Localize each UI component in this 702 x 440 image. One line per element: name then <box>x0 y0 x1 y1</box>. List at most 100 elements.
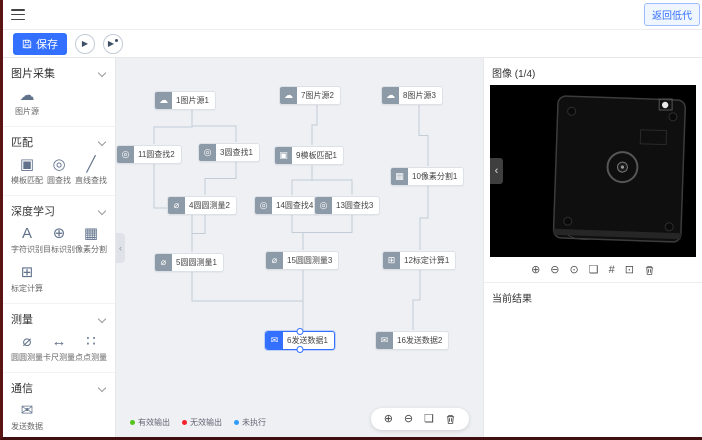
image-viewer[interactable]: ‹ <box>490 85 696 257</box>
flow-node-n11[interactable]: ◎11圆查找2 <box>116 145 182 164</box>
run-button[interactable]: ▶ <box>75 33 95 54</box>
tool-item-label: 像素分割 <box>75 245 107 254</box>
connection-handle[interactable] <box>296 328 304 335</box>
tool-item-label: 点点测量 <box>75 353 107 362</box>
legend-dot <box>182 420 187 425</box>
section-header[interactable]: 通信 <box>11 380 107 396</box>
grid-icon[interactable]: # <box>608 264 615 276</box>
flow-node-n8[interactable]: ☁ 8图片源3 <box>381 86 443 105</box>
section-header[interactable]: 测量 <box>11 311 107 327</box>
circle-find-icon: ◎ <box>255 197 272 214</box>
flow-node-n16[interactable]: ✉16发送数据2 <box>375 331 450 350</box>
chevron-down-icon <box>97 383 107 393</box>
play-once-icon: ▶ <box>107 39 115 48</box>
flow-edge <box>302 215 353 250</box>
tool-item-send-data[interactable]: ✉发送数据 <box>11 403 43 432</box>
sidebar-collapse-handle[interactable]: ‹ <box>116 232 125 263</box>
section-items: ▣ 模板匹配◎圆查找╱直线查找 <box>11 157 107 186</box>
tool-item-template-match[interactable]: ▣ 模板匹配 <box>11 157 43 186</box>
flow-canvas[interactable]: ‹ 有效输出无效输出未执行 ⊕ ⊖ ❏ ☁1图片源1☁7图片源2☁8图片源3◎1… <box>116 58 483 437</box>
node-label: 15圆圆测量3 <box>287 256 333 265</box>
node-label: 8图片源3 <box>403 91 436 100</box>
tool-item-image-source[interactable]: ☁ 图片源 <box>11 88 43 117</box>
legend-dot <box>234 420 239 425</box>
tool-item-label: 发送数据 <box>11 422 43 431</box>
flow-node-n13[interactable]: ◎13圆查找3 <box>314 196 381 215</box>
flow-node-n15[interactable]: ⌀ 15圆圆测量3 <box>265 251 340 270</box>
run-once-button[interactable]: ▶ <box>103 33 123 54</box>
image-counter: 图像 (1/4) <box>492 69 536 80</box>
tool-item-label: 模板匹配 <box>11 176 43 185</box>
delete-image-icon[interactable] <box>644 265 655 276</box>
legend-item: 未执行 <box>234 417 266 428</box>
image-source-icon: ☁ <box>19 87 35 104</box>
connection-handle[interactable] <box>296 346 304 353</box>
flow-node-n5[interactable]: ⌀5圆圆测量1 <box>154 253 224 272</box>
preview-panel: 图像 (1/4) <box>483 58 702 437</box>
legend-dot <box>130 420 135 425</box>
caliper-measure-icon: ↔ <box>51 333 67 350</box>
section-title: 测量 <box>11 314 33 326</box>
flow-node-n1[interactable]: ☁ 1图片源1 <box>154 91 216 110</box>
tool-item-circle-find[interactable]: ◎圆查找 <box>43 157 75 186</box>
tool-item-label: 卡尺测量 <box>43 353 75 362</box>
flow-edge <box>418 105 429 166</box>
flow-node-n14[interactable]: ◎14圆查找4 <box>254 196 321 215</box>
section-header[interactable]: 图片采集 <box>11 65 107 81</box>
tool-item-pixel-segment[interactable]: ▦像素分割 <box>75 226 107 255</box>
zoom-in-icon[interactable]: ⊕ <box>531 264 541 276</box>
tool-item-line-find[interactable]: ╱直线查找 <box>75 157 107 186</box>
tool-item-caliper-measure[interactable]: ↔ 卡尺测量 <box>43 334 75 363</box>
flow-node-n10[interactable]: ▦10像素分割1 <box>390 167 465 186</box>
section-header[interactable]: 匹配 <box>11 134 107 150</box>
section-items: ✉发送数据 <box>11 403 107 432</box>
flow-node-n4[interactable]: ⌀4圆圆测量2 <box>167 196 237 215</box>
image-source-icon: ☁ <box>382 87 399 104</box>
tool-item-circle-measure[interactable]: ⌀圆圆测量 <box>11 334 43 363</box>
circle-find-icon: ◎ <box>199 144 216 161</box>
canvas-controls: ⊕ ⊖ ❏ <box>370 408 469 430</box>
flow-edge <box>191 110 237 142</box>
zoom-out-icon[interactable]: ⊖ <box>550 264 560 276</box>
node-label: 12标定计算1 <box>404 256 450 265</box>
target-detect-icon: ⊕ <box>52 225 66 242</box>
export-image-icon[interactable]: ⊡ <box>624 264 634 276</box>
node-label: 1图片源1 <box>176 96 209 105</box>
image-source-icon: ☁ <box>155 92 172 109</box>
delete-icon[interactable] <box>445 414 456 425</box>
chevron-left-icon: ‹ <box>494 165 499 177</box>
flow-node-n12[interactable]: ⊞12标定计算1 <box>382 251 457 270</box>
tool-item-target-detect[interactable]: ⊕ 目标识别 <box>43 226 75 255</box>
fullscreen-icon[interactable]: ❏ <box>588 264 599 276</box>
tool-item-point-measure[interactable]: ∷ 点点测量 <box>75 334 107 363</box>
zoom-out-icon[interactable]: ⊖ <box>403 413 414 425</box>
node-label: 4圆圆测量2 <box>189 201 230 210</box>
node-label: 6发送数据1 <box>287 336 328 345</box>
flow-node-n3[interactable]: ◎ 3圆查找1 <box>198 143 260 162</box>
flow-node-n7[interactable]: ☁7图片源2 <box>279 86 341 105</box>
tool-item-label: 图片源 <box>15 107 39 116</box>
tool-item-label: 目标识别 <box>43 245 75 254</box>
section-header[interactable]: 深度学习 <box>11 203 107 219</box>
point-measure-icon: ∷ <box>86 333 96 350</box>
node-label: 3圆查找1 <box>220 148 253 157</box>
previous-image-button[interactable]: ‹ <box>490 158 503 184</box>
node-label: 5圆圆测量1 <box>176 258 217 267</box>
back-to-lowcode-button[interactable]: 返回低代 <box>644 3 700 26</box>
template-match-icon: ▣ <box>19 156 35 173</box>
flow-node-n9[interactable]: ▣9模板匹配1 <box>274 146 344 165</box>
zoom-in-icon[interactable]: ⊕ <box>383 413 393 425</box>
tool-item-calibration[interactable]: ⊞标定计算 <box>11 265 43 294</box>
circle-measure-icon: ⌀ <box>266 252 283 269</box>
edges-layer <box>153 105 429 330</box>
flow-node-n6[interactable]: ✉6发送数据1 <box>265 328 335 353</box>
section-title: 匹配 <box>11 137 33 149</box>
circle-find-icon: ◎ <box>315 197 332 214</box>
menu-icon[interactable] <box>11 9 25 20</box>
locate-icon[interactable]: ⊙ <box>569 264 579 276</box>
save-button[interactable]: 保存 <box>13 32 67 55</box>
fit-view-icon[interactable]: ❏ <box>424 413 434 425</box>
